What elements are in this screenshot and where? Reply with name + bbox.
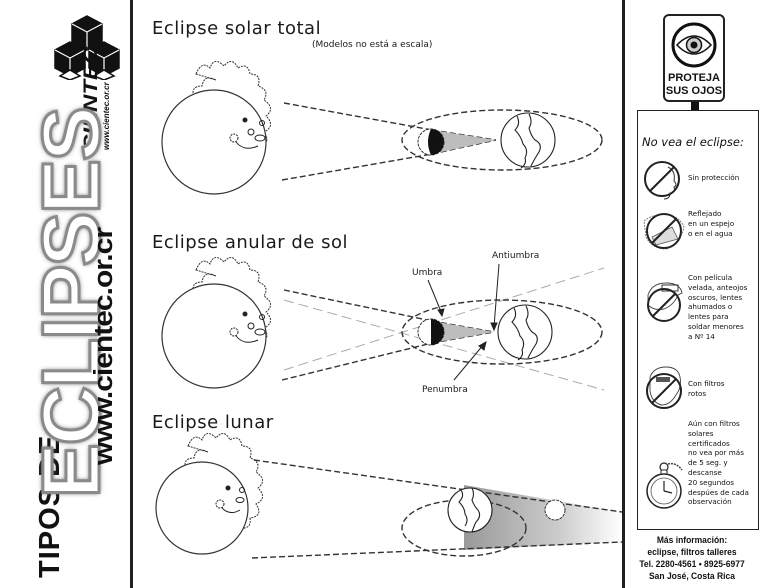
section-title-total-solar: Eclipse solar total	[152, 18, 322, 39]
warning-text: Con película velada, anteojos oscuros, l…	[688, 273, 748, 341]
moon-icon	[417, 128, 445, 156]
no-mirror-water-icon	[643, 213, 685, 250]
umbra-shadow	[464, 485, 622, 550]
sun-body	[155, 461, 249, 555]
no-face-icon	[644, 161, 680, 200]
protect-eyes-sign: PROTEJA SUS OJOS	[663, 14, 725, 102]
total-solar-eclipse-diagram	[161, 61, 603, 195]
earth-icon	[447, 487, 493, 533]
no-broken-filter-icon	[646, 366, 682, 409]
earth-icon	[500, 112, 556, 169]
info-location: San José, Costa Rica	[649, 570, 735, 582]
annular-solar-eclipse-diagram: Umbra Antiumbra Penumbra	[161, 251, 605, 395]
info-heading: Más información:	[656, 534, 728, 546]
info-phone: Tel. 2280-4561 • 8925-6977	[639, 558, 745, 570]
warning-title: No vea el eclipse:	[642, 135, 744, 149]
sun-face-icon	[215, 485, 245, 514]
divider-right	[622, 0, 625, 588]
moon-icon	[417, 318, 445, 346]
moon-icon	[544, 499, 566, 521]
umbra-shadow	[432, 321, 494, 343]
warning-text: Aún con filtros solares certificados no …	[688, 419, 749, 507]
warning-text: Sin protección	[688, 173, 740, 182]
sun-body	[161, 89, 267, 195]
website-link[interactable]: www.cientec.or.cr	[90, 228, 119, 465]
diagrams-panel: Eclipse solar total (Modelos no está a e…	[134, 0, 622, 588]
contact-info: Más información: eclipse, filtros taller…	[625, 534, 759, 582]
info-topics: eclipse, filtros talleres	[647, 546, 737, 558]
label-umbra: Umbra	[412, 268, 442, 278]
left-banner: CIENTEC www.cientec.or.cr TIPOS DE ECLIP…	[0, 0, 131, 588]
divider-left	[130, 0, 133, 588]
stopwatch-icon	[646, 462, 683, 509]
warning-text: Con filtros rotos	[688, 379, 725, 398]
safety-panel: PROTEJA SUS OJOS No vea el eclipse: Sin …	[625, 0, 759, 588]
cubes-logo-icon	[54, 15, 120, 80]
warning-text: Reflejado en un espejo o en el agua	[688, 209, 735, 238]
scale-note: (Modelos no está a escala)	[312, 40, 433, 50]
label-antiumbra: Antiumbra	[492, 251, 539, 261]
sun-face-icon	[229, 117, 266, 149]
sun-face-icon	[229, 311, 266, 343]
sun-body	[161, 283, 267, 389]
no-glasses-icon	[647, 282, 683, 322]
lunar-eclipse-diagram	[155, 433, 622, 559]
sign-line-2: SUS OJOS	[665, 85, 723, 97]
section-title-annular-solar: Eclipse anular de sol	[152, 232, 348, 253]
warning-box: No vea el eclipse: Sin protección Reflej…	[637, 110, 759, 530]
sign-line-1: PROTEJA	[668, 72, 720, 84]
earth-icon	[497, 304, 553, 361]
umbra-shadow	[432, 130, 496, 154]
section-title-lunar: Eclipse lunar	[152, 412, 274, 433]
eye-icon	[671, 22, 717, 68]
label-penumbra: Penumbra	[422, 385, 468, 395]
